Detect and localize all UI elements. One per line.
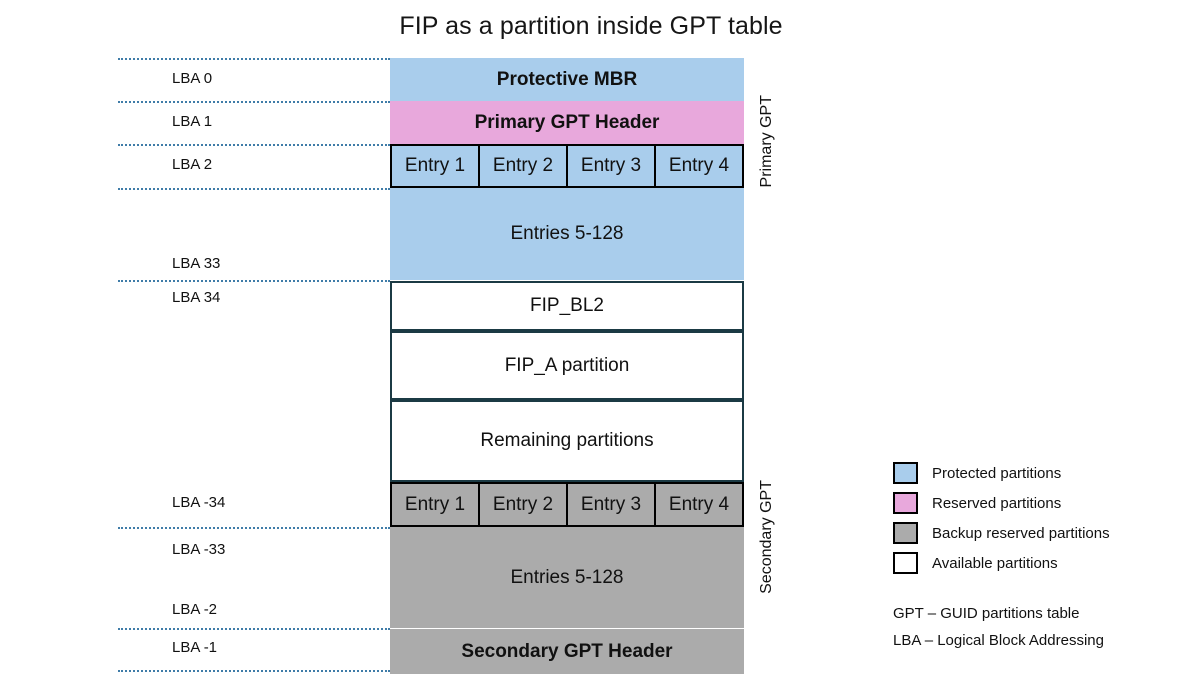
gpt-entry-cell: Entry 2 (480, 484, 568, 525)
secondary-gpt-side-label: Secondary GPT (758, 480, 775, 594)
gpt-entry-cell: Entry 4 (656, 146, 742, 186)
guide-line (118, 58, 390, 60)
guide-line (118, 188, 390, 190)
legend-label: Reserved partitions (932, 494, 1062, 512)
lba-label: LBA 34 (172, 289, 221, 306)
guide-line (118, 527, 390, 529)
gpt-entry-cell: Entry 3 (568, 484, 656, 525)
primary-gpt-header: Primary GPT Header (390, 101, 744, 144)
abbreviation-line: GPT – GUID partitions table (893, 605, 1080, 622)
lba-label: LBA 2 (172, 156, 213, 173)
entries-5-128-secondary: Entries 5-128 (390, 527, 744, 628)
legend-swatch-icon (893, 462, 918, 484)
guide-line (118, 628, 390, 630)
gpt-entry-cell: Entry 2 (480, 146, 568, 186)
guide-line (118, 280, 390, 282)
legend-swatch-icon (893, 492, 918, 514)
legend-label: Available partitions (932, 554, 1058, 572)
page-title: FIP as a partition inside GPT table (399, 12, 783, 40)
gpt-entry-cell: Entry 3 (568, 146, 656, 186)
remaining-partitions: Remaining partitions (390, 400, 744, 482)
protective-mbr: Protective MBR (390, 58, 744, 101)
legend-swatch-icon (893, 522, 918, 544)
lba-label: LBA 1 (172, 113, 213, 130)
guide-line (118, 144, 390, 146)
legend-label: Protected partitions (932, 464, 1062, 482)
legend-item-protected-partitions: Protected partitions (893, 458, 1163, 488)
fip-a-partition: FIP_A partition (390, 331, 744, 400)
fip-bl2: FIP_BL2 (390, 281, 744, 331)
legend-label: Backup reserved partitions (932, 524, 1110, 542)
primary-gpt-side-label: Primary GPT (758, 95, 775, 188)
lba-label: LBA 33 (172, 255, 221, 272)
lba-label: LBA -2 (172, 601, 218, 618)
guide-line (118, 101, 390, 103)
lba-label: LBA 0 (172, 70, 213, 87)
legend-item-available-partitions: Available partitions (893, 548, 1163, 578)
lba-label: LBA -1 (172, 639, 218, 656)
legend-item-reserved-partitions: Reserved partitions (893, 488, 1163, 518)
legend-item-backup-reserved-partitions: Backup reserved partitions (893, 518, 1163, 548)
entries-5-128-primary: Entries 5-128 (390, 188, 744, 280)
guide-line (118, 670, 390, 672)
legend-swatch-icon (893, 552, 918, 574)
gpt-entry-cell: Entry 1 (392, 484, 480, 525)
gpt-entry-cell: Entry 4 (656, 484, 742, 525)
gpt-entry-cell: Entry 1 (392, 146, 480, 186)
secondary-gpt-header: Secondary GPT Header (390, 629, 744, 674)
lba-label: LBA -34 (172, 494, 226, 511)
abbreviation-line: LBA – Logical Block Addressing (893, 632, 1104, 649)
lba-label: LBA -33 (172, 541, 226, 558)
